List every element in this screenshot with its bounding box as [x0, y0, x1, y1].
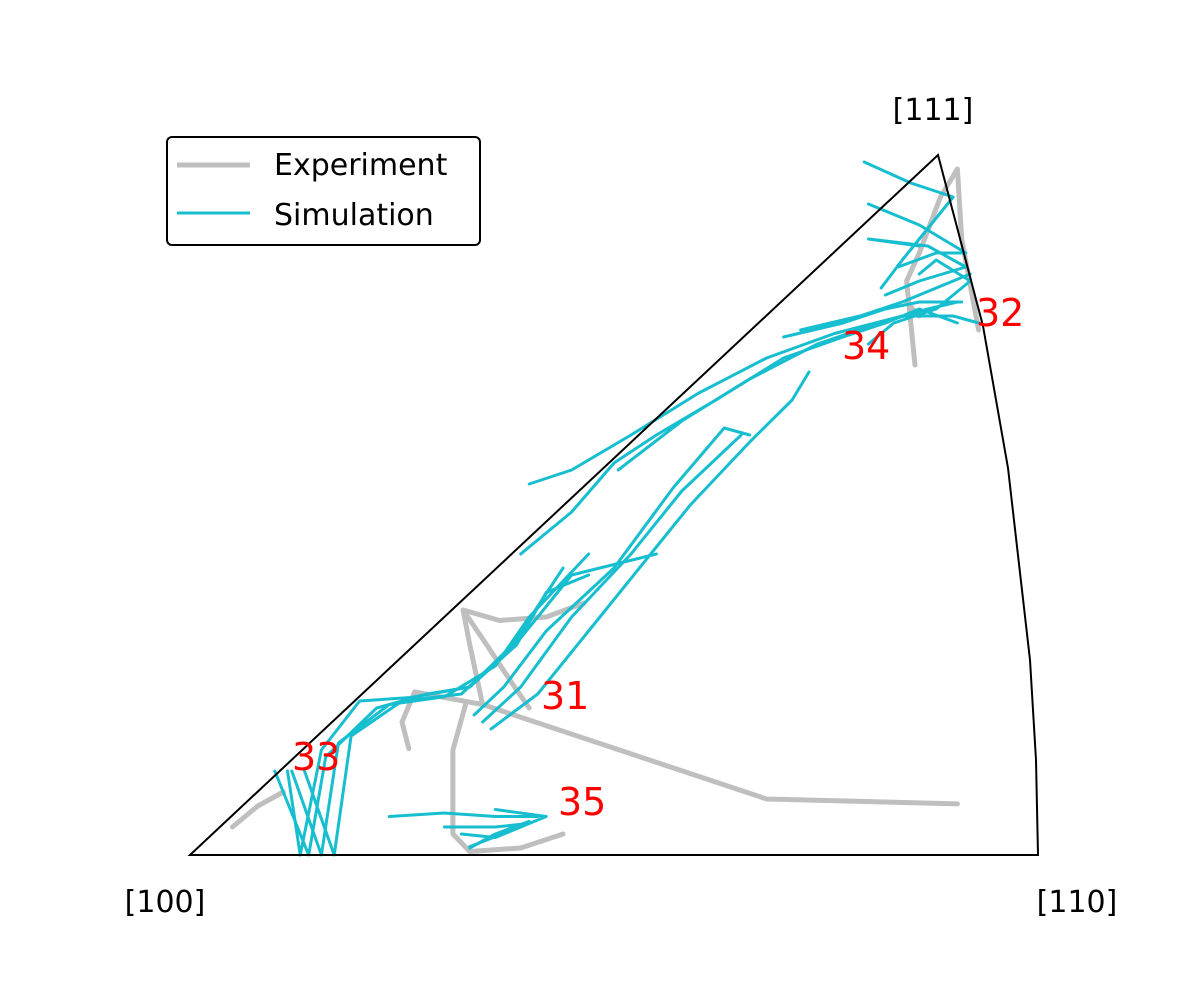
simulation-trajectory-16: [862, 160, 955, 241]
legend: Experiment Simulation: [166, 136, 481, 246]
simulation-trajectory-0: [286, 769, 302, 857]
corner-label-110: [110]: [1037, 885, 1118, 920]
simulation-trajectory-7: [489, 370, 811, 731]
experiment-trajectory-2: [460, 600, 587, 707]
corner-label-111: [111]: [893, 93, 974, 128]
grain-label-34: 34: [842, 324, 890, 368]
simulation-trajectory-12: [799, 272, 972, 332]
simulation-trajectory-18: [387, 811, 540, 818]
grain-labels: 31 32 33 34 35: [292, 291, 1024, 824]
simulation-trajectory-21: [468, 819, 531, 850]
simulation-trajectory-13: [866, 258, 972, 346]
simulation-trajectory-15: [866, 202, 968, 269]
experiment-trajectory-0: [229, 789, 286, 830]
simulation-trajectory-20: [459, 822, 531, 849]
grain-label-31: 31: [541, 674, 589, 718]
simulation-trajectory-19: [442, 808, 548, 829]
grain-label-35: 35: [558, 780, 606, 824]
experiment-trajectory-4: [450, 702, 566, 854]
simulation-trajectory-5: [472, 426, 752, 717]
experiment-trajectory-6: [938, 166, 982, 333]
simulation-trajectory-6: [481, 433, 743, 724]
standard-triangle-outline: [187, 153, 1040, 856]
trajectory-layer: [229, 160, 982, 857]
corner-label-100: [100]: [125, 885, 206, 920]
experiment-trajectory-1: [399, 689, 960, 807]
simulation-trajectory-14: [866, 237, 968, 297]
grain-label-32: 32: [976, 291, 1024, 335]
legend-label-experiment: Experiment: [274, 148, 448, 183]
simulation-trajectory-17: [879, 237, 921, 290]
simulation-trajectory-9: [527, 314, 981, 486]
legend-label-simulation: Simulation: [274, 198, 434, 233]
simulation-trajectory-4: [303, 552, 658, 857]
simulation-trajectory-10: [616, 300, 959, 472]
experiment-trajectory-3: [460, 607, 532, 711]
grain-label-33: 33: [292, 735, 340, 779]
